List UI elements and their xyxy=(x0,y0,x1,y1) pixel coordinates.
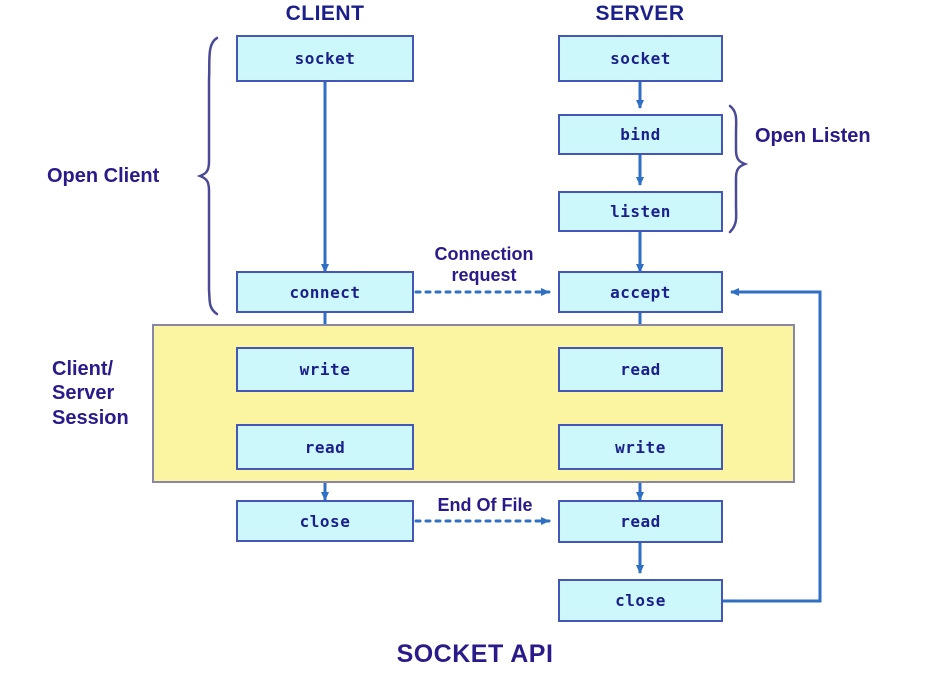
edge-close-loop-accept xyxy=(723,288,822,603)
node-server-accept[interactable]: accept xyxy=(558,271,723,313)
node-client-connect[interactable]: connect xyxy=(236,271,414,313)
brace-open-client xyxy=(196,36,219,316)
edge-label-end-of-file: End Of File xyxy=(437,495,533,515)
column-header-server: SERVER xyxy=(595,2,685,25)
connection-request-line-1: Connection xyxy=(434,244,534,264)
node-server-read2[interactable]: read xyxy=(558,500,723,543)
brace-open-listen xyxy=(728,104,749,234)
group-label-client-server-session: Client/ Server Session xyxy=(52,357,129,430)
node-server-close[interactable]: close xyxy=(558,579,723,622)
node-client-read[interactable]: read xyxy=(236,424,414,470)
node-client-write[interactable]: write xyxy=(236,347,414,392)
column-header-client: CLIENT xyxy=(285,2,365,25)
node-client-close[interactable]: close xyxy=(236,500,414,542)
session-label-line-3: Session xyxy=(52,406,129,429)
node-server-bind[interactable]: bind xyxy=(558,114,723,155)
node-server-socket[interactable]: socket xyxy=(558,35,723,82)
edge-label-connection-request: Connection request xyxy=(418,244,550,285)
diagram-title: SOCKET API xyxy=(396,640,554,668)
session-label-line-1: Client/ xyxy=(52,358,114,380)
connection-request-line-2: request xyxy=(451,264,517,285)
node-client-socket[interactable]: socket xyxy=(236,35,414,82)
session-label-line-2: Server xyxy=(52,382,115,405)
node-server-read[interactable]: read xyxy=(558,347,723,392)
node-server-listen[interactable]: listen xyxy=(558,191,723,232)
group-label-open-client: Open Client xyxy=(47,165,160,187)
group-label-open-listen: Open Listen xyxy=(755,125,871,147)
node-server-write[interactable]: write xyxy=(558,424,723,470)
